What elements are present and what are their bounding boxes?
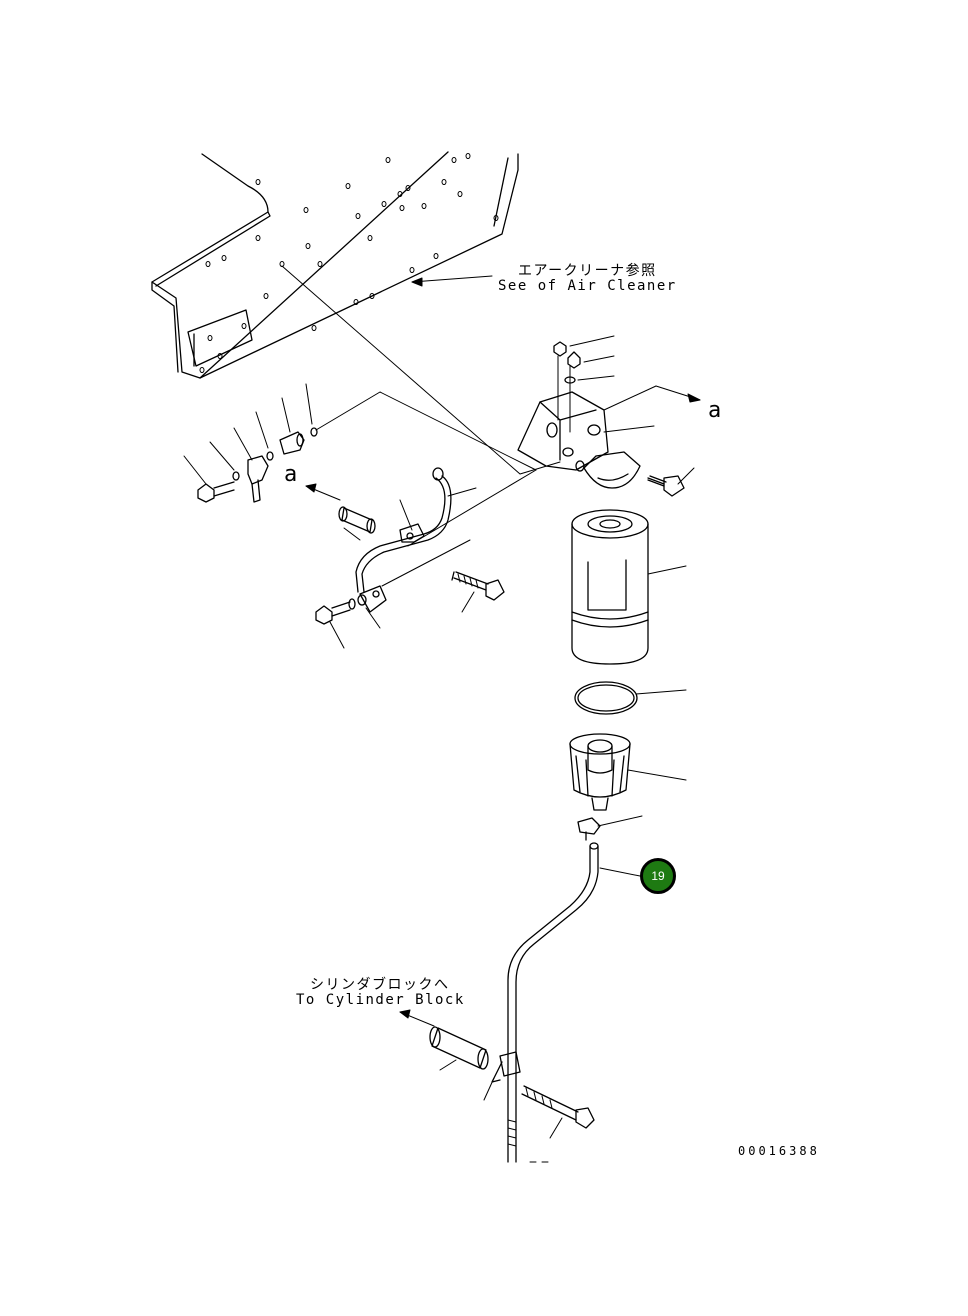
air-cleaner-note-en: See of Air Cleaner [498, 278, 677, 294]
separator-bowl [569, 733, 687, 811]
lower-clamp [483, 1051, 521, 1101]
filter-head-bracket [517, 391, 641, 489]
frame-bracket [151, 151, 519, 379]
view-mark-a-right: a [708, 398, 722, 423]
frame-holes [199, 153, 499, 373]
view-arrow-left [305, 483, 341, 501]
head-leaders [569, 335, 701, 433]
lower-sleeve [429, 1026, 489, 1071]
side-bolt-right [647, 467, 695, 497]
left-fitting-group [197, 391, 537, 503]
view-mark-a-left: a [284, 462, 298, 487]
part-19-badge[interactable]: 19 [640, 858, 676, 894]
lower-left-bolts [315, 539, 471, 649]
filter-cartridge [571, 509, 687, 665]
o-ring [574, 681, 687, 715]
drawing-number: 00016388 [738, 1144, 820, 1158]
head-top-bolts [553, 341, 581, 433]
assembly-line-frame [281, 265, 561, 475]
cylinder-block-arrow [399, 1009, 435, 1027]
drain-plug [577, 815, 643, 841]
cylinder-block-note-jp: シリンダブロックへ [310, 977, 450, 993]
upper-tube [355, 467, 477, 593]
left-fitting-leaders [183, 383, 313, 485]
tube-clamp [399, 469, 537, 547]
air-cleaner-note-jp: エアークリーナ参照 [518, 263, 657, 279]
air-cleaner-arrow [411, 275, 493, 287]
long-bolt-middle [451, 571, 505, 613]
drain-tube [507, 842, 641, 1163]
cylinder-block-note-en: To Cylinder Block [296, 992, 465, 1008]
lower-long-bolt [521, 1085, 595, 1139]
upper-sleeve [338, 506, 376, 541]
